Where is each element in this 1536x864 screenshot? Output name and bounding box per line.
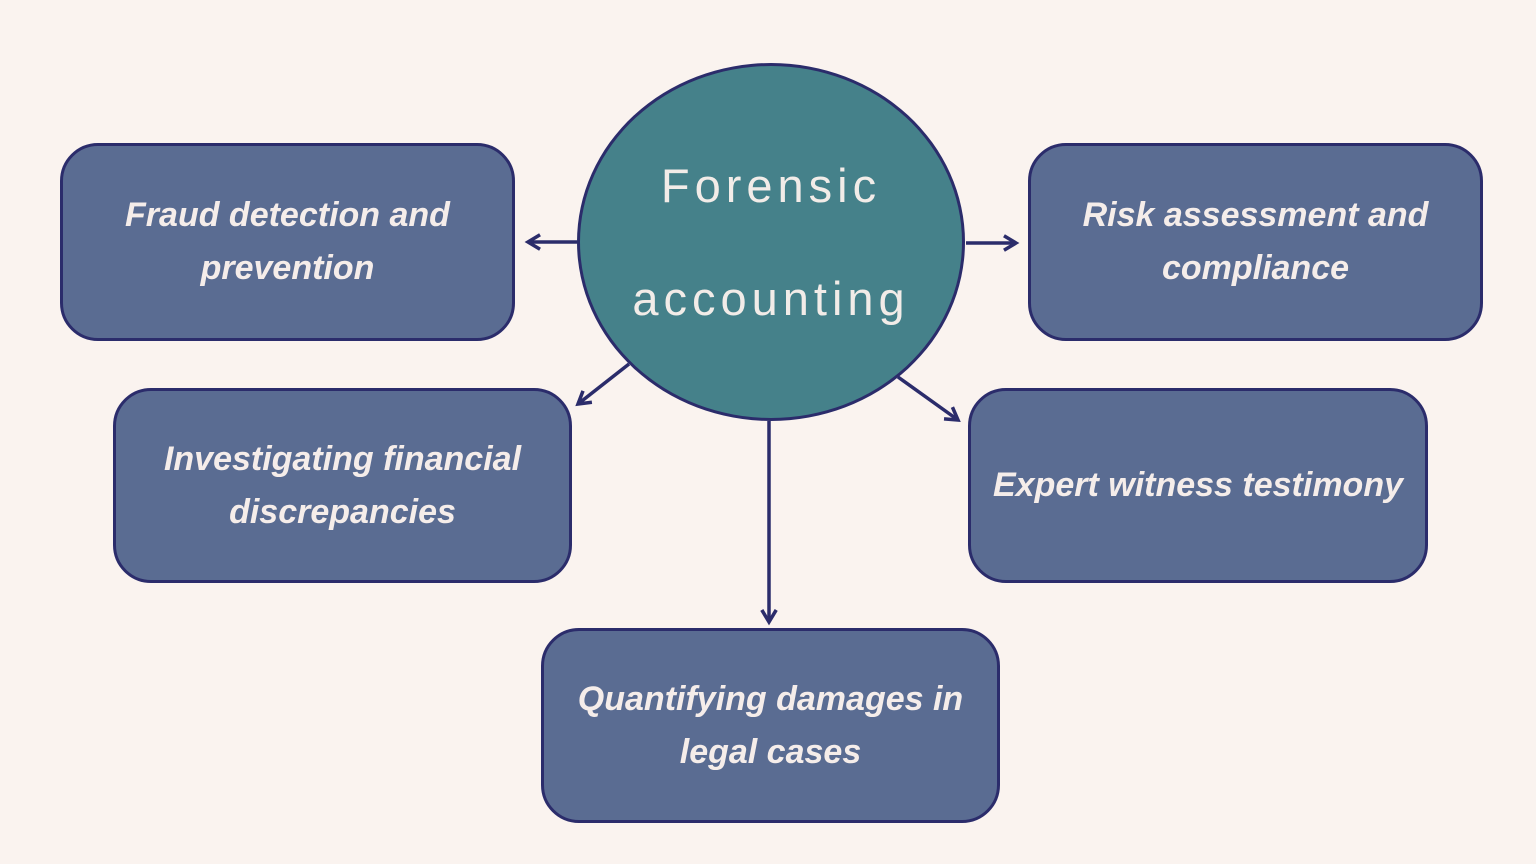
node-label-line: discrepancies <box>229 492 456 531</box>
node-label-line: Expert witness testimony <box>992 466 1403 504</box>
node-label-line: Fraud detection and <box>125 196 450 234</box>
node-label-line: compliance <box>1161 249 1350 287</box>
node-risk-assessment-and-compliance: Risk assessment and compliance <box>1028 143 1483 341</box>
node-fraud-detection-and-prevention: Fraud detection and prevention <box>60 143 515 341</box>
node-label-line: Investigating financial <box>163 439 522 478</box>
center-node-label-line1: Forensic <box>660 159 882 212</box>
node-investigating-financial-discrepancies: Investigating financial discrepancies <box>113 388 572 583</box>
arrow-center-to-investigating <box>575 362 631 407</box>
node-label-line: Risk assessment and <box>1082 196 1429 234</box>
center-node-forensic-accounting: Forensic accounting <box>577 63 965 421</box>
node-label-line: prevention <box>200 249 375 287</box>
arrow-center-to-expert <box>896 375 961 422</box>
node-quantifying-damages-in-legal-cases: Quantifying damages in legal cases <box>541 628 1000 823</box>
node-label-line: Quantifying damages in <box>577 679 964 718</box>
node-label-line: legal cases <box>679 732 862 771</box>
node-expert-witness-testimony: Expert witness testimony <box>968 388 1428 583</box>
center-node-label-line2: accounting <box>632 272 910 325</box>
